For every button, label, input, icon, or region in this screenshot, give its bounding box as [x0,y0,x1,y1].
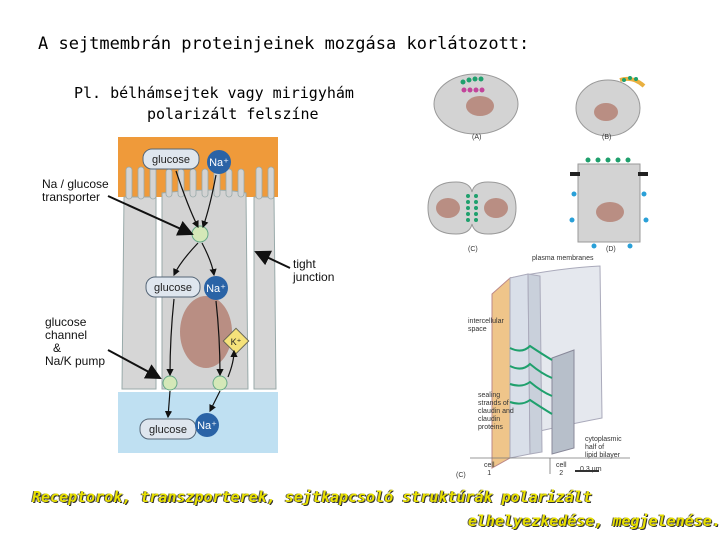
panel-c-label: (C) [468,246,478,253]
caption-line-2: elhelyezkedése, megjelenése. [468,512,720,530]
cell1-label: cell 1 [484,462,495,477]
channel-label: glucose channel & Na/K pump [45,315,106,368]
polarity-panels [427,73,649,249]
cell2-block [551,349,575,455]
k-diamond [222,327,250,355]
panel-d-label: (D) [606,246,616,253]
caption-line-1: Receptorok, transzporterek, sejtkapcsoló… [32,488,592,506]
transport-diagram: glucose Na⁺ glucose Na⁺ K⁺ glucose Na⁺ [118,137,278,453]
glucose-mid-label: glucose [154,282,192,294]
glucose-bottom-label: glucose [149,424,187,436]
nucleus-c-left [436,198,460,218]
na-top-label: Na⁺ [209,157,229,169]
tight-junction-diagram [470,265,630,474]
na-bottom-label: Na⁺ [197,420,217,432]
glucose-mid-box [145,276,201,298]
page-title: A sejtmembrán proteinjeinek mozgása korl… [38,34,530,54]
plasma-membranes-label: plasma membranes [532,255,594,262]
neighbor-cell-right [253,196,277,390]
sealing-label: sealing strands of claudin and claudin p… [478,392,514,431]
markers-a [460,76,484,85]
panel-a-label: (A) [472,134,482,141]
membrane-pleats [491,273,543,469]
nucleus-c-right [484,198,508,218]
na-k-pump [212,375,228,391]
na-mid-label: Na⁺ [206,283,226,295]
markers-c [466,194,478,222]
nucleus-d [596,202,624,222]
junction-d-right [638,172,648,176]
sealing-strands [509,344,553,415]
na-mid-circle [204,276,228,300]
subtitle-line-1: Pl. bélhámsejtek vagy mirigyhám [74,84,354,102]
cell-c [427,181,517,235]
junction-d-left [570,172,580,176]
cytoplasmic-label: cytoplasmic half of lipid bilayer [585,436,622,459]
na-bottom-circle [195,413,219,437]
markers-d-basal [569,191,649,249]
markers-d-top [585,157,631,163]
subtitle-line-2: polarizált felszíne [147,105,319,123]
na-top-circle [207,150,231,174]
markers-a-pink [461,87,485,93]
glucose-top-label: glucose [152,154,190,166]
cell2-label: cell 2 [556,462,567,477]
k-label: K⁺ [231,337,242,347]
na-glucose-transporter [191,225,209,243]
intercellular-label: intercellular space [468,318,504,333]
apical-lumen [118,137,278,197]
nucleus-a [466,96,494,116]
scale-label: 0.3 μm [580,466,602,473]
tight-junction-label: tight junction [293,257,335,284]
glucose-channel [162,375,178,391]
panel-b-label: (B) [602,134,612,141]
transporter-label: Na / glucose transporter [42,177,109,204]
glucose-top-box [142,148,200,170]
nucleus [180,296,232,368]
scale-bar [575,470,599,472]
junction-panel-label: (C) [456,472,466,479]
nucleus-b [594,103,618,121]
